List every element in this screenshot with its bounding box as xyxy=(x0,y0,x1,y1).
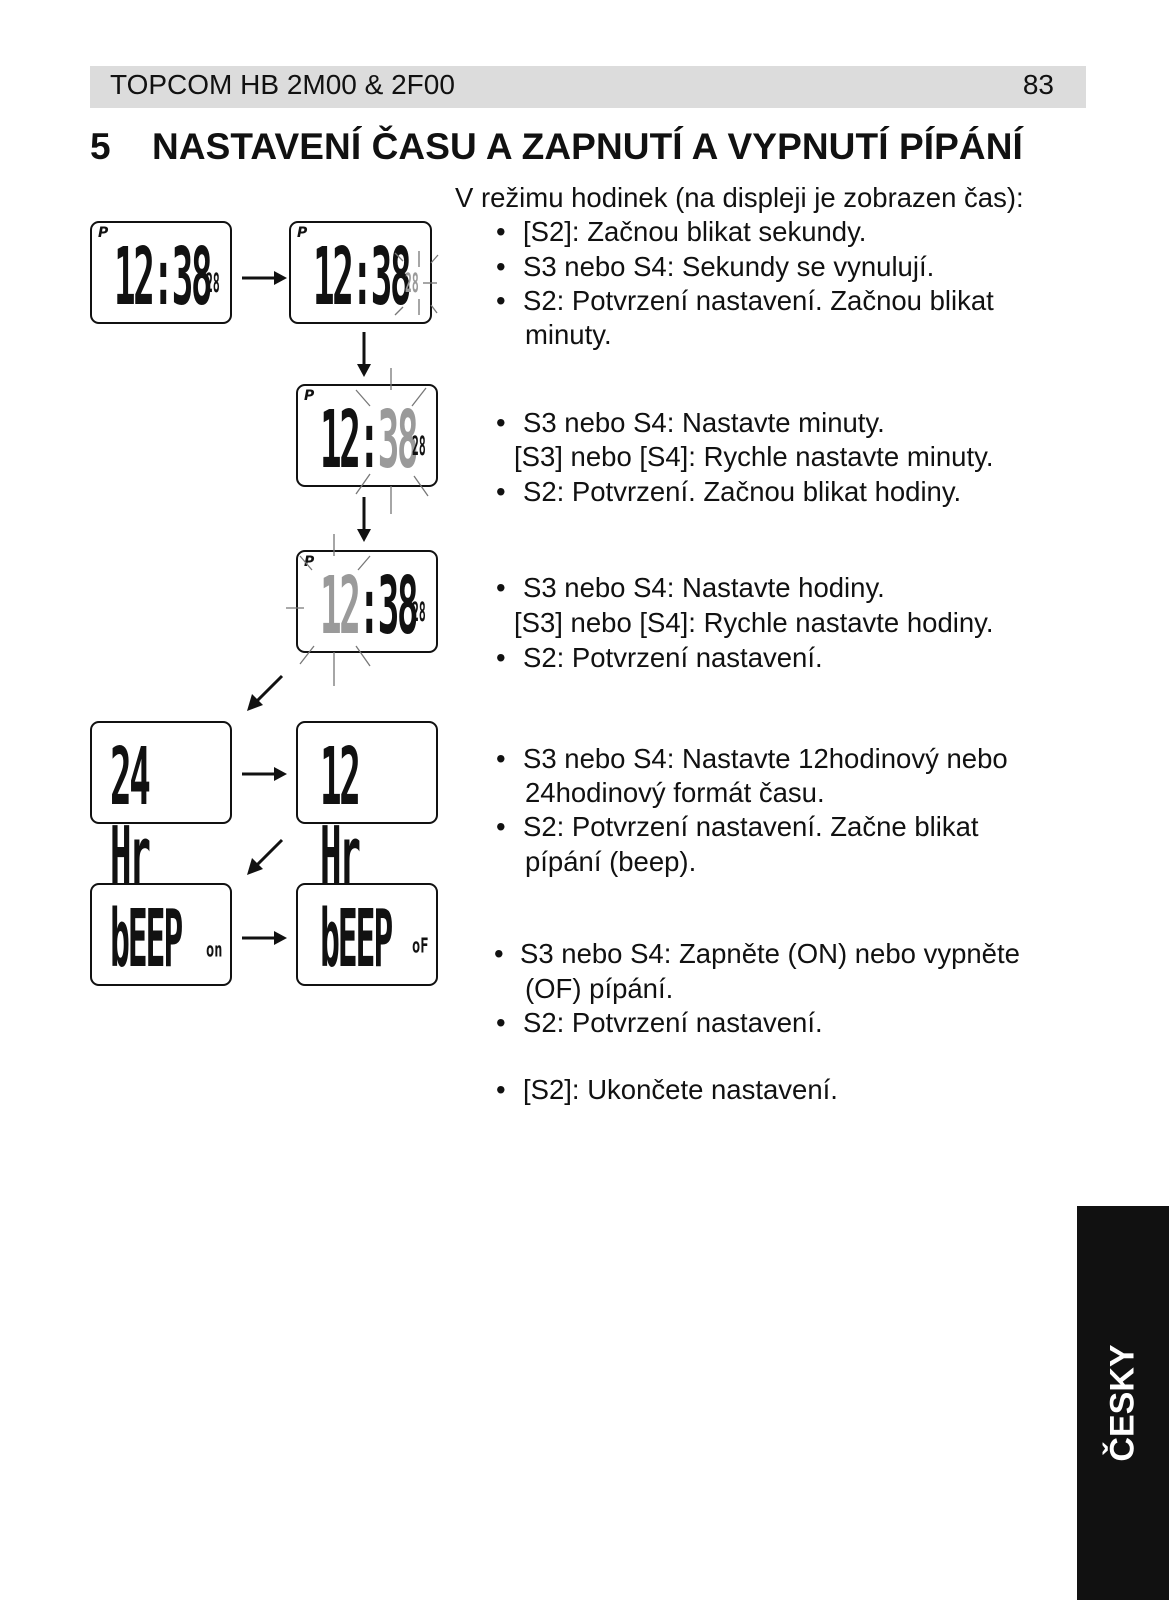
step3-item2: S2: Potvrzení nastavení. xyxy=(523,642,823,673)
arrow-down-icon xyxy=(357,497,371,542)
bullet: • xyxy=(496,811,506,842)
step2-item1: S3 nebo S4: Nastavte minuty. xyxy=(523,407,885,438)
step3-item1: S3 nebo S4: Nastavte hodiny. xyxy=(523,572,885,603)
step4-item2-line1: S2: Potvrzení nastavení. Začne blikat xyxy=(523,811,979,842)
lcd-format-24: 24 Hr xyxy=(110,730,151,903)
bullet: • xyxy=(496,572,506,603)
lcd-seconds: 28 xyxy=(206,268,220,299)
lcd-format-12: 12 Hr xyxy=(320,730,361,903)
arrow-right-icon xyxy=(242,271,287,285)
bullet: • xyxy=(496,285,506,316)
language-label: ČESKY xyxy=(1103,1344,1142,1462)
step1-item2: S3 nebo S4: Sekundy se vynulují. xyxy=(523,251,935,282)
step5-item1-line1: S3 nebo S4: Zapněte (ON) nebo vypněte xyxy=(520,938,1020,969)
step4-item2-line2: pípání (beep). xyxy=(525,846,697,877)
lcd-display-time: P 12:38 28 xyxy=(90,221,232,324)
bullet: • xyxy=(496,1007,506,1038)
lcd-display-seconds-blink: P 12:38 28 xyxy=(289,221,439,324)
lcd-time: 12:38 xyxy=(320,559,419,652)
section-title-text: NASTAVENÍ ČASU A ZAPNUTÍ A VYPNUTÍ PÍPÁN… xyxy=(152,126,1023,167)
lcd-display-24hr: 24 Hr xyxy=(90,721,232,895)
bullet: • xyxy=(496,743,506,774)
lcd-time: 12:38 xyxy=(313,230,412,323)
bullet: • xyxy=(496,407,506,438)
step3-line2: [S3] nebo [S4]: Rychle nastavte hodiny. xyxy=(514,607,994,638)
arrow-diagonal-icon xyxy=(247,838,284,875)
p-indicator: P xyxy=(297,225,308,241)
arrow-down-icon xyxy=(357,332,371,377)
lcd-time: 12:38 xyxy=(114,230,213,323)
bullet: • xyxy=(496,216,506,247)
bullet: • xyxy=(494,938,504,969)
arrow-right-icon xyxy=(242,767,287,781)
lcd-beep-off: oF xyxy=(412,934,429,959)
lcd-beep: bEEP xyxy=(110,892,183,985)
bullet: • xyxy=(496,1074,506,1105)
page-header: TOPCOM HB 2M00 & 2F00 83 xyxy=(90,66,1086,108)
p-indicator: P xyxy=(98,225,109,241)
header-title: TOPCOM HB 2M00 & 2F00 xyxy=(110,69,455,100)
step5-item2: S2: Potvrzení nastavení. xyxy=(523,1007,823,1038)
lcd-beep-on: on xyxy=(206,938,223,963)
arrow-right-icon xyxy=(242,931,287,945)
lcd-seconds-blinking: 28 xyxy=(405,268,419,299)
intro-text: V režimu hodinek (na displeji je zobraze… xyxy=(455,182,1024,213)
step4-item1-line2: 24hodinový formát času. xyxy=(525,777,825,808)
step1-item3-line1: S2: Potvrzení nastavení. Začnou blikat xyxy=(523,285,994,316)
p-indicator: P xyxy=(304,554,315,570)
step4-item1-line1: S3 nebo S4: Nastavte 12hodinový nebo xyxy=(523,743,1008,774)
p-indicator: P xyxy=(304,388,315,404)
section-number: 5 xyxy=(90,126,111,167)
lcd-display-12hr: 12 Hr xyxy=(296,721,438,895)
step1-item3-line2: minuty. xyxy=(525,319,612,350)
lcd-display-minutes-blink: P 12:38 28 xyxy=(296,368,438,514)
lcd-seconds: 28 xyxy=(412,431,426,462)
lcd-beep: bEEP xyxy=(320,892,393,985)
bullet: • xyxy=(496,642,506,673)
lcd-time: 12:38 xyxy=(320,393,419,486)
lcd-display-beep-on: bEEP on xyxy=(90,883,232,986)
step2-line2: [S3] nebo [S4]: Rychle nastavte minuty. xyxy=(514,441,994,472)
arrow-diagonal-icon xyxy=(247,674,284,711)
step2-item2: S2: Potvrzení. Začnou blikat hodiny. xyxy=(523,476,962,507)
section-title: 5 NASTAVENÍ ČASU A ZAPNUTÍ A VYPNUTÍ PÍPÁ… xyxy=(90,126,1023,168)
bullet: • xyxy=(496,476,506,507)
step6-item1: [S2]: Ukončete nastavení. xyxy=(523,1074,838,1105)
page-number: 83 xyxy=(1022,69,1054,100)
bullet: • xyxy=(496,251,506,282)
lcd-display-hours-blink: P 12:38 28 xyxy=(286,534,438,686)
lcd-display-beep-off: bEEP oF xyxy=(296,883,438,986)
language-tab: ČESKY xyxy=(1077,1206,1169,1600)
step1-item1: [S2]: Začnou blikat sekundy. xyxy=(523,216,867,247)
step5-item1-line2: (OF) pípání. xyxy=(525,973,674,1004)
lcd-seconds: 28 xyxy=(412,597,426,628)
